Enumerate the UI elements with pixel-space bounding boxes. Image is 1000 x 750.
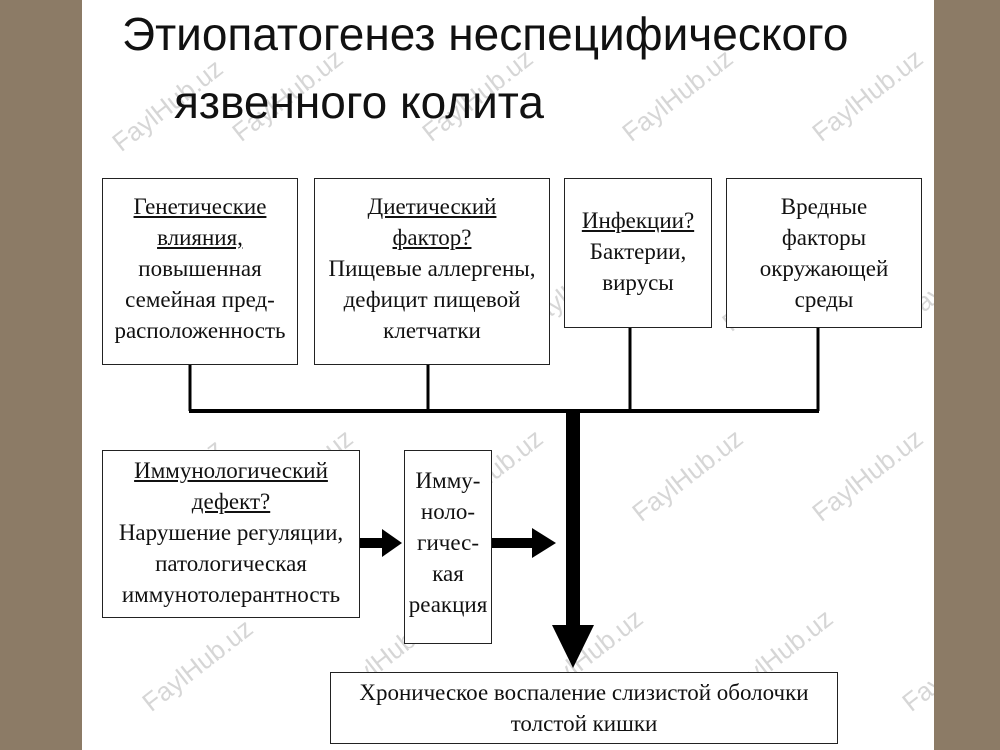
immune-reaction-box: Имму- ноло- гичес- кая реакция — [404, 450, 492, 644]
environment-text-3: окружающей — [759, 256, 889, 281]
genetic-factor-text-1: повышенная — [138, 256, 262, 281]
main-arrow-head — [552, 625, 594, 668]
genetic-factor-text-2: семейная пред- — [125, 287, 275, 312]
arrow-reaction-to-axis-shaft — [492, 538, 532, 548]
chronic-inflammation-text-1: Хроническое воспаление слизистой оболочк… — [359, 680, 809, 705]
arrow-defect-to-reaction-head — [382, 529, 402, 557]
chronic-inflammation-text-2: толстой кишки — [510, 711, 658, 736]
environment-text-4: среды — [794, 287, 854, 312]
slide-title-line-2: язвенного колита — [174, 76, 544, 128]
environment-box: Вредные факторы окружающей среды — [726, 178, 922, 328]
arrow-reaction-to-axis-head — [532, 528, 556, 558]
diet-factor-heading-1: Диетический — [367, 194, 497, 219]
diet-factor-text-1: Пищевые аллергены, — [328, 256, 536, 281]
genetic-factor-heading-1: Генетические — [133, 194, 267, 219]
infection-heading: Инфекции? — [581, 208, 695, 233]
arrow-defect-to-reaction-shaft — [360, 538, 382, 548]
immune-reaction-text-1: Имму- — [415, 468, 481, 493]
infection-text-2: вирусы — [602, 270, 674, 295]
immune-defect-box: Иммунологический дефект? Нарушение регул… — [102, 450, 360, 618]
immune-defect-text-1: Нарушение регуляции, — [118, 520, 344, 545]
diet-factor-box: Диетический фактор? Пищевые аллергены, д… — [314, 178, 550, 365]
infection-text-1: Бактерии, — [589, 239, 687, 264]
immune-defect-text-2: патологическая — [155, 551, 307, 576]
genetic-factor-heading-2: влияния, — [157, 225, 243, 250]
main-arrow-shaft — [566, 411, 580, 625]
diet-factor-text-3: клетчатки — [383, 318, 481, 343]
connector-lines — [188, 328, 820, 668]
immune-defect-heading-1: Иммунологический — [134, 458, 328, 483]
chronic-inflammation-box: Хроническое воспаление слизистой оболочк… — [330, 672, 838, 744]
immune-reaction-text-2: ноло- — [420, 499, 476, 524]
genetic-factor-text-3: расположенность — [114, 318, 286, 343]
immune-reaction-text-5: реакция — [408, 592, 488, 617]
slide: FaylHub.uz FaylHub.uz FaylHub.uz FaylHub… — [82, 0, 934, 750]
diet-factor-heading-2: фактор? — [392, 225, 472, 250]
diet-factor-text-2: дефицит пищевой — [343, 287, 521, 312]
slide-title-line-1: Этиопатогенез неспецифического — [122, 8, 849, 60]
immune-reaction-text-4: кая — [432, 561, 464, 586]
immune-defect-heading-2: дефект? — [191, 489, 271, 514]
environment-text-2: факторы — [781, 225, 867, 250]
immune-reaction-text-3: гичес- — [417, 530, 479, 555]
infection-box: Инфекции? Бактерии, вирусы — [564, 178, 712, 328]
genetic-factor-box: Генетические влияния, повышенная семейна… — [102, 178, 298, 365]
immune-defect-text-3: иммунотолерантность — [121, 582, 341, 607]
environment-text-1: Вредные — [780, 194, 868, 219]
